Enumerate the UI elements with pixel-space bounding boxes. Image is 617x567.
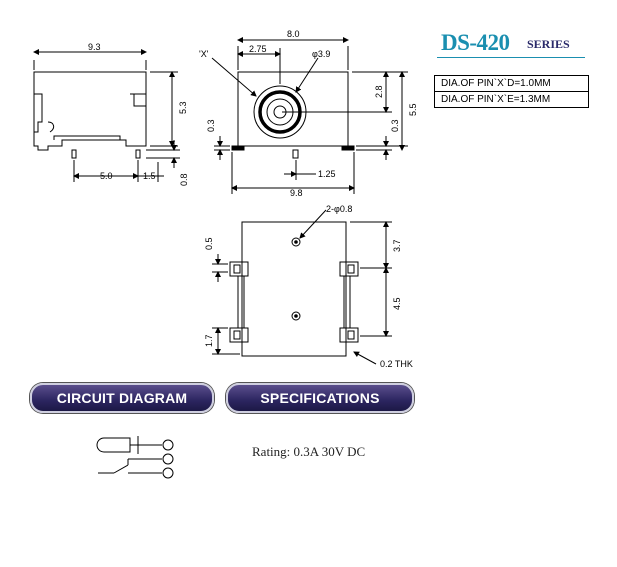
bottom-view xyxy=(212,209,392,365)
bottom-tab-width-label: 0.5 xyxy=(204,237,214,250)
front-right-base-label: 0.3 xyxy=(390,119,400,132)
bottom-tab-pitch-label: 1.7 xyxy=(204,334,214,347)
front-left-base-label: 0.3 xyxy=(206,119,216,132)
series-suffix: SERIES xyxy=(527,37,570,51)
front-offset-label: 2.75 xyxy=(249,44,267,54)
rating-text: Rating: 0.3A 30V DC xyxy=(252,444,366,459)
bottom-hole-callout-label: 2-φ0.8 xyxy=(326,204,352,214)
front-pin-pos-label: 1.25 xyxy=(318,169,336,179)
side-height-label: 5.3 xyxy=(178,101,188,114)
front-width-label: 8.0 xyxy=(287,29,300,39)
title-underline xyxy=(437,57,585,58)
front-view xyxy=(211,37,408,194)
side-view xyxy=(33,49,180,182)
front-pin-ref-label: 'X' xyxy=(199,49,209,59)
circuit-diagram-badge: CIRCUIT DIAGRAM xyxy=(30,383,214,413)
front-bottom-width-label: 9.8 xyxy=(290,188,303,198)
front-hole-dia-label: φ3.9 xyxy=(312,49,330,59)
bottom-mid-pitch-label: 4.5 xyxy=(392,297,402,310)
side-width-label: 9.3 xyxy=(88,42,101,52)
side-pin-length-label: 0.8 xyxy=(179,173,189,186)
pin-note-e: DIA.OF PIN`X`E=1.3MM xyxy=(441,94,551,105)
front-total-height-label: 5.5 xyxy=(408,103,418,116)
side-pin-offset-label: 5.0 xyxy=(100,171,113,181)
bottom-top-pitch-label: 3.7 xyxy=(392,239,402,252)
pin-notes-table: DIA.OF PIN`X`D=1.0MM DIA.OF PIN`X`E=1.3M… xyxy=(434,75,589,108)
circuit-diagram xyxy=(96,436,174,479)
series-model-title: DS-420 xyxy=(441,30,510,55)
pin-note-d: DIA.OF PIN`X`D=1.0MM xyxy=(435,76,588,92)
bottom-thickness-label: 0.2 THK xyxy=(380,359,413,369)
specifications-badge: SPECIFICATIONS xyxy=(226,383,414,413)
side-pin-pitch-label: 1.5 xyxy=(143,171,156,181)
front-center-height-label: 2.8 xyxy=(374,85,384,98)
